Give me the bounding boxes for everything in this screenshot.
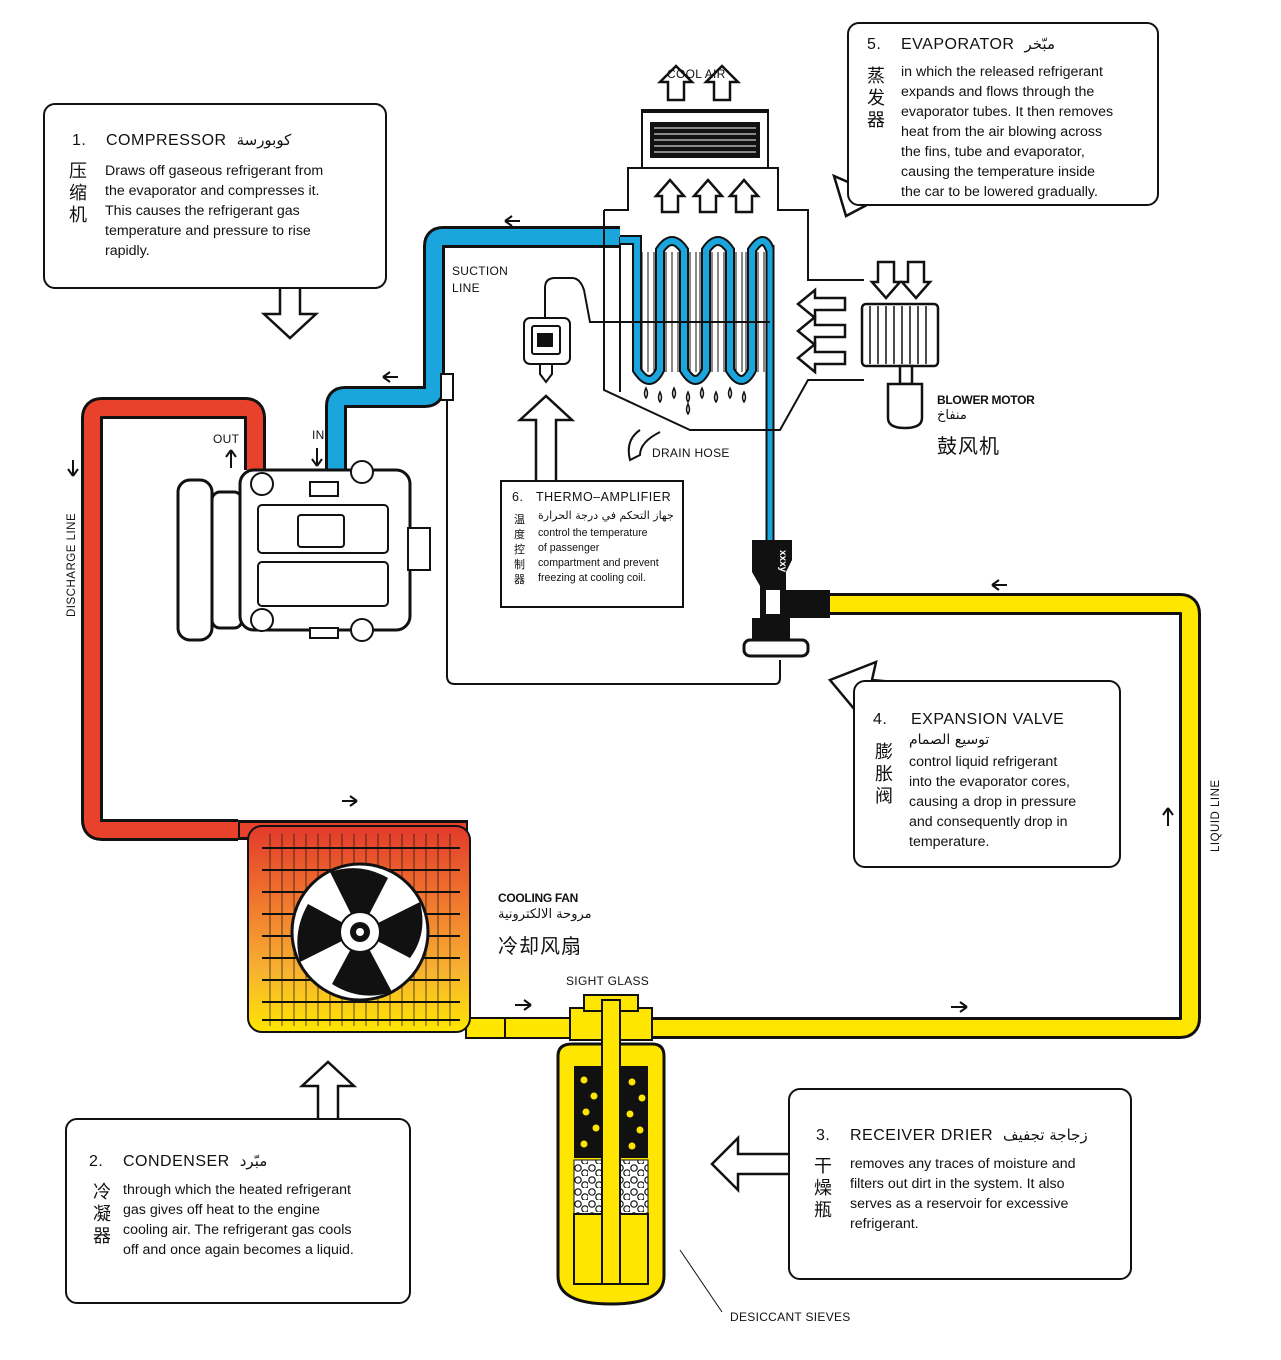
- drain-hose-label: DRAIN HOSE: [652, 446, 730, 460]
- desiccant-sieves-label: DESICCANT SIEVES: [730, 1310, 851, 1324]
- expansion-valve-callout: 4. EXPANSION VALVE توسيع الصمام 膨胀阀 contr…: [853, 680, 1121, 868]
- condenser-desc-line: cooling air. The refrigerant gas cools: [123, 1222, 352, 1238]
- evaporator-desc-line: the car to be lowered gradually.: [901, 184, 1098, 200]
- thermo-amplifier-desc-line: compartment and prevent: [538, 557, 659, 569]
- condenser-desc-line: gas gives off heat to the engine: [123, 1202, 320, 1218]
- expansion-valve-title-arabic: توسيع الصمام: [909, 732, 990, 748]
- compressor-title-arabic: كوبورسة: [236, 131, 292, 149]
- discharge-line-label: DISCHARGE LINE: [66, 512, 78, 617]
- compressor-desc-line: rapidly.: [105, 243, 150, 259]
- evaporator-chinese: 蒸发器: [867, 66, 885, 131]
- evaporator-callout: 5. EVAPORATOR مبّخر 蒸发器 in which the relea…: [847, 22, 1159, 206]
- receiver-drier: [556, 994, 723, 1313]
- thermo-amplifier-device: [523, 277, 770, 384]
- cooling-fan-label: COOLING FAN: [498, 891, 579, 905]
- condenser-title-arabic: مبّرد: [239, 1152, 268, 1170]
- condenser-desc-line: off and once again becomes a liquid.: [123, 1242, 354, 1258]
- cooling-fan: [290, 862, 430, 1002]
- compressor-number: 1.: [72, 132, 87, 149]
- flow-direction-arrows: [67, 215, 1174, 1013]
- compressor-callout: 1. COMPRESSOR كوبورسة 压缩机 Draws off gaseou…: [43, 103, 387, 289]
- capillary-line: [446, 392, 781, 685]
- blower-motor-arabic: منفاخ: [937, 408, 967, 423]
- receiver-drier-desc-line: serves as a reservoir for excessive: [850, 1196, 1069, 1212]
- thermo-amplifier-desc-line: control the temperature: [538, 527, 648, 539]
- condenser-callout: 2. CONDENSER مبّرد 冷凝器 through which the h…: [65, 1118, 411, 1304]
- compressor-title: COMPRESSOR: [106, 132, 227, 149]
- thermo-amplifier-title-arabic: جهاز التحكم في درجة الحرارة: [538, 509, 674, 522]
- cooling-fan-arabic: مروحة الالكترونية: [498, 907, 592, 922]
- thermo-amplifier-desc-line: of passenger: [538, 542, 600, 554]
- compressor-desc-line: the evaporator and compresses it.: [105, 183, 320, 199]
- cool-air-vent: [641, 111, 769, 169]
- condenser-title: CONDENSER: [123, 1153, 230, 1170]
- evaporator-desc-line: evaporator tubes. It then removes: [901, 104, 1114, 120]
- receiver-drier-callout: 3. RECEIVER DRIER زجاجة تجفيف 干燥瓶 removes …: [788, 1088, 1132, 1280]
- expansion-valve: xxxy: [742, 540, 830, 658]
- expansion-valve-title: EXPANSION VALVE: [911, 711, 1065, 728]
- air-flow-arrows: [653, 64, 933, 375]
- liquid-line-label: LIQUID LINE: [1210, 779, 1222, 852]
- evaporator-desc-line: causing the temperature inside: [901, 164, 1096, 180]
- evaporator-desc-line: heat from the air blowing across: [901, 124, 1103, 140]
- expansion-valve-desc-line: and consequently drop in: [909, 814, 1068, 830]
- evaporator-title-arabic: مبّخر: [1024, 35, 1055, 53]
- receiver-drier-desc-line: removes any traces of moisture and: [850, 1156, 1076, 1172]
- suction-line-label: SUCTION: [452, 264, 509, 278]
- expansion-valve-desc-line: into the evaporator cores,: [909, 774, 1070, 790]
- thermo-amplifier-number: 6.: [512, 490, 524, 504]
- compressor-desc-line: temperature and pressure to rise: [105, 223, 311, 239]
- evaporator-coil: [620, 235, 775, 416]
- compressor-chinese: 压缩机: [69, 161, 87, 226]
- suction-line-label-2: LINE: [452, 281, 480, 295]
- condenser-desc-line: through which the heated refrigerant: [123, 1182, 351, 1198]
- evaporator-desc-line: expands and flows through the: [901, 84, 1095, 100]
- evaporator-number: 5.: [867, 36, 882, 53]
- blower-motor: [860, 302, 940, 430]
- compressor: [176, 460, 431, 642]
- evaporator-desc-line: in which the released refrigerant: [901, 64, 1103, 80]
- thermo-amplifier-desc-line: freezing at cooling coil.: [538, 572, 646, 584]
- thermo-amplifier-callout: 6. THERMO–AMPLIFIER جهاز التحكم في درجة ا…: [500, 480, 684, 608]
- in-label: IN: [312, 428, 325, 442]
- out-label: OUT: [213, 432, 240, 446]
- receiver-drier-title: RECEIVER DRIER: [850, 1127, 994, 1144]
- expansion-valve-desc-line: temperature.: [909, 834, 990, 850]
- expansion-valve-number: 4.: [873, 711, 888, 728]
- receiver-drier-title-arabic: زجاجة تجفيف: [1003, 1126, 1088, 1144]
- thermo-amplifier-title: THERMO–AMPLIFIER: [536, 490, 672, 504]
- blower-motor-label: BLOWER MOTOR: [937, 393, 1035, 407]
- condenser-number: 2.: [89, 1153, 104, 1170]
- blower-motor-chinese: 鼓风机: [937, 434, 1000, 458]
- valve-mark: xxxy: [777, 550, 788, 573]
- condenser-chinese: 冷凝器: [93, 1182, 111, 1247]
- receiver-drier-desc-line: refrigerant.: [850, 1216, 919, 1232]
- expansion-valve-desc-line: causing a drop in pressure: [909, 794, 1077, 810]
- receiver-drier-chinese: 干燥瓶: [814, 1156, 832, 1221]
- evaporator-desc-line: the fins, tube and evaporator,: [901, 144, 1085, 160]
- evaporator-title: EVAPORATOR: [901, 36, 1015, 53]
- cooling-fan-chinese: 冷却风扇: [498, 934, 582, 958]
- compressor-desc-line: This causes the refrigerant gas: [105, 203, 300, 219]
- thermo-amplifier-chinese: 温度控制器: [514, 513, 525, 586]
- expansion-valve-chinese: 膨胀阀: [875, 742, 893, 807]
- compressor-desc-line: Draws off gaseous refrigerant from: [105, 163, 324, 179]
- expansion-valve-desc-line: control liquid refrigerant: [909, 754, 1058, 770]
- receiver-drier-desc-line: filters out dirt in the system. It also: [850, 1176, 1065, 1192]
- receiver-drier-number: 3.: [816, 1127, 831, 1144]
- cool-air-label: COOL AIR: [667, 67, 726, 81]
- sight-glass-label: SIGHT GLASS: [566, 974, 650, 988]
